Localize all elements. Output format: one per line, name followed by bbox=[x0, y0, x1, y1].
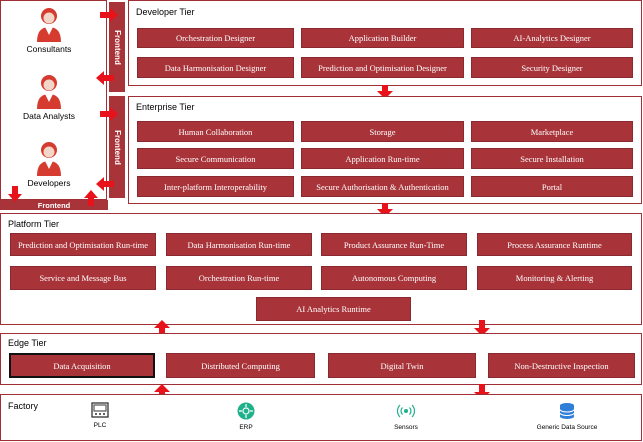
tier-title: Developer Tier bbox=[136, 7, 195, 17]
platform-item[interactable]: Monitoring & Alerting bbox=[477, 266, 632, 290]
platform-item[interactable]: Autonomous Computing bbox=[321, 266, 467, 290]
sensors-icon bbox=[397, 404, 415, 418]
arrow-right-icon bbox=[100, 8, 118, 22]
user-consultants[interactable]: Consultants bbox=[14, 6, 84, 54]
platform-item[interactable]: AI Analytics Runtime bbox=[256, 297, 411, 321]
arrow-up-icon bbox=[154, 384, 170, 400]
factory-label: Generic Data Source bbox=[536, 424, 598, 431]
user-developers[interactable]: Developers bbox=[14, 140, 84, 188]
platform-item[interactable]: Service and Message Bus bbox=[10, 266, 156, 290]
user-label: Data Analysts bbox=[23, 111, 75, 121]
frontend-tab-enterprise[interactable]: Frontend bbox=[109, 96, 125, 198]
platform-item[interactable]: Prediction and Optimisation Run-time bbox=[10, 233, 156, 256]
factory-item-sensors[interactable]: Sensors bbox=[361, 402, 451, 431]
edge-item[interactable]: Distributed Computing bbox=[166, 353, 315, 378]
arrow-left-icon bbox=[96, 71, 114, 85]
user-label: Developers bbox=[27, 178, 71, 188]
arrow-left-icon bbox=[96, 177, 114, 191]
frontend-tab-bottom[interactable]: Frontend bbox=[0, 200, 108, 210]
arrow-up-icon bbox=[154, 320, 170, 336]
enterprise-item[interactable]: Secure Installation bbox=[471, 148, 633, 169]
enterprise-item[interactable]: Marketplace bbox=[471, 121, 633, 142]
tier-title: Factory bbox=[8, 401, 39, 411]
tier-title: Platform Tier bbox=[8, 219, 60, 229]
database-icon bbox=[559, 403, 575, 419]
enterprise-item[interactable]: Application Run-time bbox=[301, 148, 464, 169]
factory-item-generic-data-source[interactable]: Generic Data Source bbox=[522, 402, 612, 431]
user-data-analysts[interactable]: Data Analysts bbox=[14, 73, 84, 121]
arrow-down-icon bbox=[8, 186, 22, 202]
tier-title: Edge Tier bbox=[8, 338, 47, 348]
arrow-down-icon bbox=[474, 320, 490, 336]
edge-item[interactable]: Non-Destructive Inspection bbox=[488, 353, 635, 378]
enterprise-item[interactable]: Secure Authorisation & Authentication bbox=[301, 176, 464, 197]
enterprise-item[interactable]: Human Collaboration bbox=[137, 121, 294, 142]
factory-item-plc[interactable]: PLC bbox=[55, 402, 145, 429]
developer-item[interactable]: AI-Analytics Designer bbox=[471, 28, 633, 48]
developer-item[interactable]: Application Builder bbox=[301, 28, 464, 48]
developer-item[interactable]: Data Harmonisation Designer bbox=[137, 57, 294, 78]
arrow-up-icon bbox=[84, 190, 98, 206]
arrow-right-icon bbox=[100, 107, 118, 121]
user-label: Consultants bbox=[26, 44, 72, 54]
edge-item[interactable]: Data Acquisition bbox=[9, 353, 155, 378]
enterprise-item[interactable]: Inter-platform Interoperability bbox=[137, 176, 294, 197]
developer-item[interactable]: Orchestration Designer bbox=[137, 28, 294, 48]
erp-icon bbox=[237, 402, 255, 420]
factory-item-erp[interactable]: ERP bbox=[201, 402, 291, 431]
plc-icon bbox=[91, 402, 109, 418]
person-icon bbox=[37, 8, 61, 42]
factory-label: ERP bbox=[239, 424, 253, 431]
enterprise-item[interactable]: Storage bbox=[301, 121, 464, 142]
tier-title: Enterprise Tier bbox=[136, 102, 195, 112]
platform-item[interactable]: Orchestration Run-time bbox=[166, 266, 312, 290]
factory-label: Sensors bbox=[394, 424, 418, 431]
platform-item[interactable]: Data Harmonisation Run-time bbox=[166, 233, 312, 256]
arrow-down-icon bbox=[377, 203, 393, 217]
factory-panel bbox=[0, 394, 642, 441]
person-icon bbox=[37, 75, 61, 109]
platform-item[interactable]: Product Assurance Run-Time bbox=[321, 233, 467, 256]
frontend-tab-developer[interactable]: Frontend bbox=[109, 2, 125, 92]
arrow-down-icon bbox=[377, 85, 393, 99]
enterprise-item[interactable]: Portal bbox=[471, 176, 633, 197]
person-icon bbox=[37, 142, 61, 176]
factory-label: PLC bbox=[93, 422, 107, 429]
developer-item[interactable]: Prediction and Optimisation Designer bbox=[301, 57, 464, 78]
enterprise-item[interactable]: Secure Communication bbox=[137, 148, 294, 169]
developer-item[interactable]: Security Designer bbox=[471, 57, 633, 78]
platform-item[interactable]: Process Assurance Runtime bbox=[477, 233, 632, 256]
edge-item[interactable]: Digital Twin bbox=[328, 353, 476, 378]
